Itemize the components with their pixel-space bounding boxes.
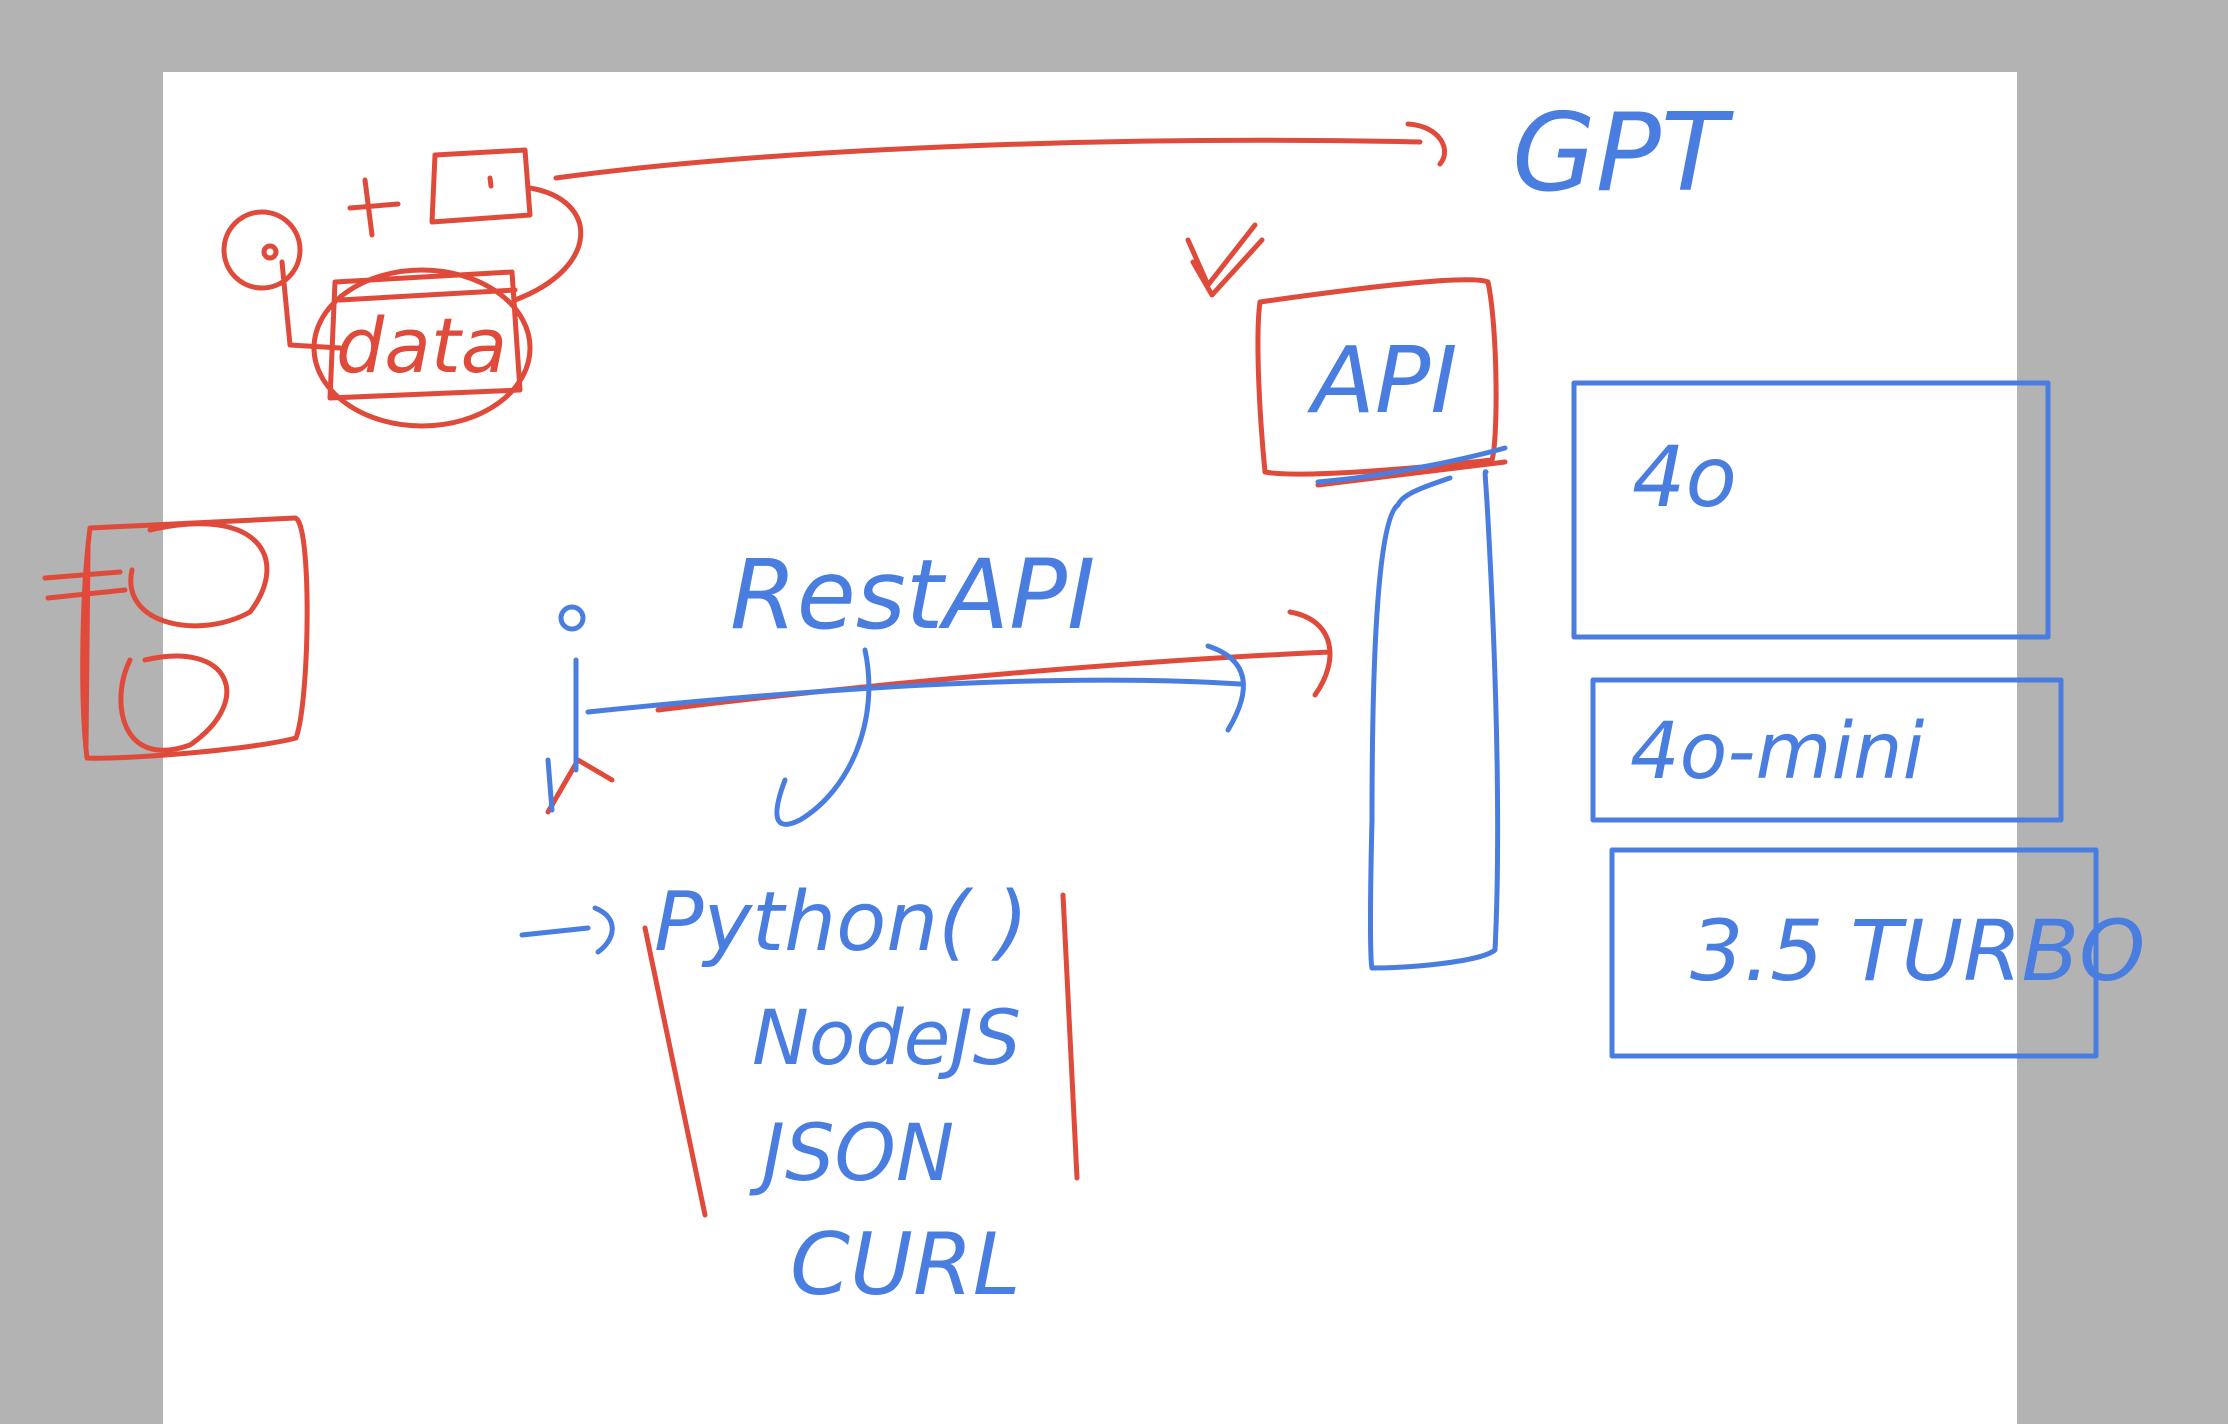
language-nodejs-label: NodeJS [752,993,1021,1082]
user-small-head [558,604,586,632]
response-arrow-head [1205,643,1246,733]
user-small-body [545,657,579,813]
request-arrow-head [1287,609,1333,698]
model-box-35-turbo [1609,847,2099,1059]
gpt-label: GPT [1512,91,1734,216]
api-server-column [1368,469,1501,971]
api-server-top [1315,445,1508,485]
user-eye-icon [261,243,279,261]
data-ellipse [311,267,533,429]
rest-api-label: RestAPI [730,539,1095,651]
data-label: data [336,301,507,390]
model-4o-mini-label: 4o-mini [1630,707,1925,797]
red-ink-layer [42,121,1508,1218]
app-logo-curves [118,521,270,753]
language-curl-label: CURL [790,1215,1021,1315]
user-stick-red [545,757,615,815]
prompt-to-data-curve [512,185,584,303]
languages-arrow [519,905,615,955]
app-logo-box [80,515,310,761]
language-bracket-right [1060,892,1080,1181]
api-label: API [1307,327,1458,434]
model-35-turbo-label: 3.5 TURBO [1690,902,2145,1000]
whiteboard-page [163,72,2017,1424]
blue-ink-layer [519,380,2099,1059]
prompt-box [429,147,533,225]
language-bracket-left [642,925,708,1218]
language-json-label: JSON [749,1109,954,1199]
arrow-to-gpt-head [1405,121,1447,167]
model-4o-label: 4o [1632,428,1737,526]
api-box [1255,277,1499,477]
arrow-to-gpt [553,137,1423,181]
response-arrow [585,677,1243,715]
app-logo-dashes [42,545,128,751]
model-box-4o [1571,380,2051,640]
plus-icon [347,177,401,238]
checkmark-icon [1185,222,1265,298]
language-python-label: Python( ) [654,875,1028,970]
model-box-4o-mini [1590,677,2064,823]
user-body-stroke [279,259,343,351]
rest-to-languages-curve [774,647,872,827]
user-head-icon [221,209,303,291]
